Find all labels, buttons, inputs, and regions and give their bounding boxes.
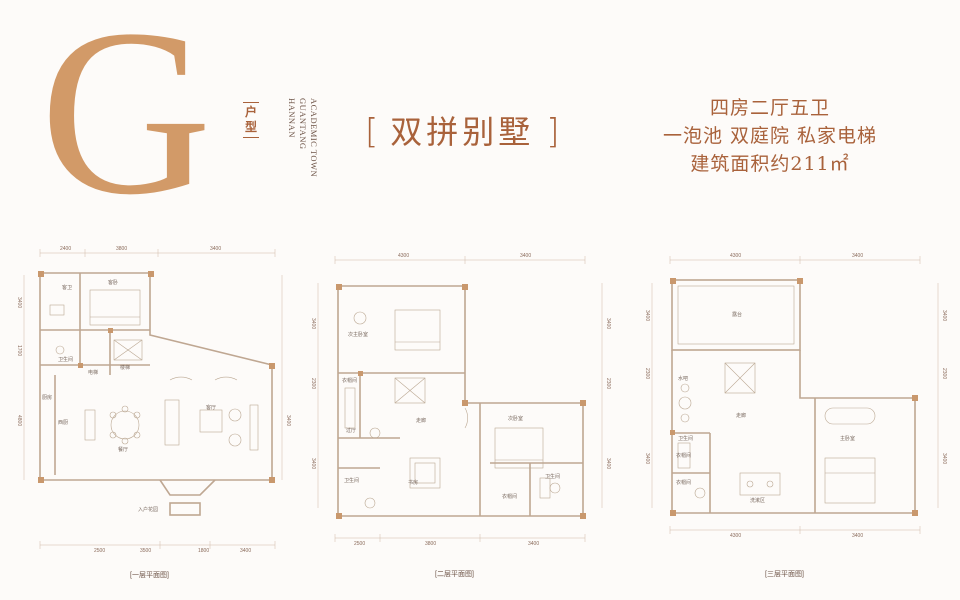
floor-caption: [三层平面图]	[765, 571, 804, 578]
dim-right: 2300	[605, 378, 611, 390]
dim-left: 3400	[644, 453, 650, 465]
dim-bottom: 2500	[354, 541, 366, 547]
floor-caption: [二层平面图]	[435, 571, 474, 578]
dim-right: 3400	[941, 453, 947, 465]
room-label: 客厅	[206, 405, 217, 411]
feature-amenities: 一泡池 双庭院 私家电梯	[662, 125, 878, 147]
dim-right: 3400	[605, 458, 611, 470]
room-label: 洗漱区	[750, 498, 766, 504]
floor-plan-2: 4300 3400 2500 3800 3400 3400 2300 3400 …	[300, 248, 620, 590]
room-label: 衣帽间	[676, 480, 692, 486]
dim-right: 3400	[285, 415, 291, 427]
dim-left: 3400	[310, 458, 316, 470]
room-label: 走廊	[416, 418, 427, 424]
dim-top: 3400	[852, 253, 864, 259]
dim-left: 2300	[644, 368, 650, 380]
dim-bottom: 1800	[198, 548, 210, 554]
dim-right: 3400	[605, 318, 611, 330]
dim-left: 3400	[310, 318, 316, 330]
room-label: 卫生间	[344, 478, 360, 484]
dim-bottom: 2500	[94, 548, 106, 554]
house-type-text: 双拼别墅	[390, 113, 535, 151]
room-label: 衣帽间	[342, 378, 358, 384]
bracket-right: ]	[546, 112, 560, 152]
unit-type-letter: G	[40, 0, 212, 244]
brand-line-2: GUANTANG	[298, 98, 308, 150]
dim-top: 3400	[520, 253, 532, 259]
dim-top: 3800	[116, 246, 128, 252]
room-label: 卫生间	[58, 357, 74, 363]
type-label-char: 型	[244, 120, 257, 134]
unit-type-label: 户 型	[243, 102, 259, 138]
floor-plan-1: 2400 3800 3400 2500 3500 1800 3400 3400 …	[10, 245, 295, 590]
dim-right: 3400	[941, 310, 947, 322]
room-label: 次卧室	[508, 416, 524, 422]
floor-plan-2-drawing	[317, 256, 603, 542]
dim-bottom: 3400	[852, 533, 864, 539]
bracket-left: [	[365, 112, 379, 152]
room-label: 主卧室	[840, 436, 856, 442]
dim-left: 2300	[310, 378, 316, 390]
dim-left: 3400	[16, 297, 22, 309]
brand-line-3: ACADEMIC TOWN	[309, 98, 319, 178]
brand-line-1: HANNAN	[287, 98, 297, 138]
feature-area: 建筑面积约211㎡	[690, 153, 850, 175]
room-label: 露台	[732, 312, 743, 318]
room-label: 厨房	[42, 395, 53, 401]
dim-bottom: 3400	[240, 548, 252, 554]
room-label: 衣帽间	[502, 494, 518, 500]
room-label: 书房	[408, 480, 419, 486]
dim-top: 3400	[210, 246, 222, 252]
dim-top: 4300	[730, 253, 742, 259]
room-label: 楼梯	[120, 365, 131, 371]
dim-bottom: 3500	[140, 548, 152, 554]
dim-bottom: 3400	[528, 541, 540, 547]
room-label: 餐厅	[118, 447, 129, 453]
room-label: 电梯	[88, 370, 99, 376]
floor-caption: [一层平面图]	[130, 572, 169, 579]
room-label: 卫生间	[545, 474, 561, 480]
room-label: 客卧	[108, 280, 119, 286]
brand-logo-icon	[296, 197, 312, 210]
floor-plan-1-drawing	[23, 249, 283, 549]
room-label: 入户花园	[138, 507, 159, 513]
room-label: 过厅	[346, 428, 357, 434]
dim-left: 1700	[16, 345, 22, 357]
room-label: 西厨	[58, 420, 69, 426]
dim-left: 4800	[16, 415, 22, 427]
floor-plan-3-drawing	[651, 256, 939, 534]
dim-right: 2300	[941, 368, 947, 380]
room-label: 卫生间	[678, 436, 694, 442]
feature-rooms: 四房二厅五卫	[709, 97, 830, 119]
room-label: 衣帽间	[676, 453, 692, 459]
dim-bottom: 3800	[425, 541, 437, 547]
room-label: 走廊	[736, 413, 747, 419]
dim-left: 3400	[644, 310, 650, 322]
dim-top: 2400	[60, 246, 72, 252]
house-type-title: [ 双拼别墅 ]	[365, 112, 560, 152]
room-label: 次主卧室	[348, 332, 369, 338]
dim-bottom: 4300	[730, 533, 742, 539]
room-label: 水吧	[678, 376, 689, 382]
dim-top: 4300	[398, 253, 410, 259]
type-label-char: 户	[244, 105, 257, 119]
room-label: 客卫	[62, 285, 73, 291]
floor-plan-3: 4300 3400 4300 3400 3400 2300 3400 3400 …	[640, 248, 955, 590]
